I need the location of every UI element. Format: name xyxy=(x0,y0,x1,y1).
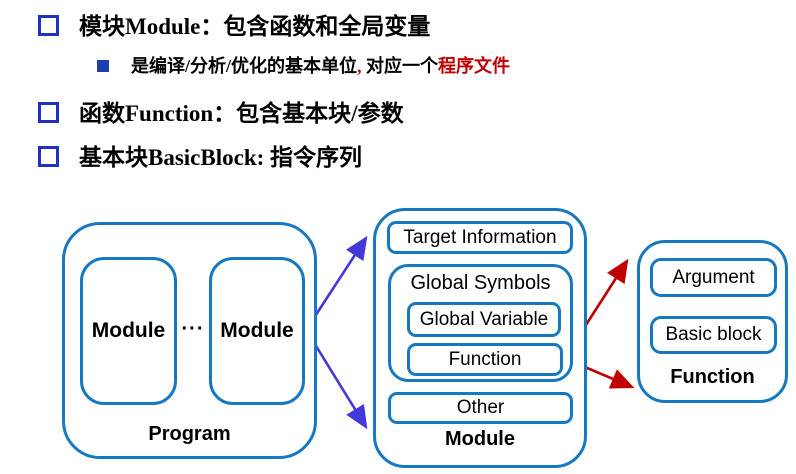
sub-bullet-text-red: 程序文件 xyxy=(438,56,511,76)
bullet-item-module-text: 模块Module：包含函数和全局变量 xyxy=(79,14,431,39)
module-label: Module xyxy=(445,428,515,450)
global-symbols-label: Global Symbols xyxy=(410,272,551,294)
sub-bullet-comma-red: , xyxy=(357,56,362,76)
program-module-right-label: Module xyxy=(220,319,294,342)
module-function-label: Function xyxy=(448,348,522,370)
hollow-square-bullet-icon xyxy=(38,101,59,123)
sub-bullet-item: 是编译/分析/优化的基本单位, 对应一个程序文件 xyxy=(97,52,510,78)
hollow-square-bullet-icon xyxy=(38,145,59,167)
basic-block-box: Basic block xyxy=(650,316,777,354)
global-variable-label: Global Variable xyxy=(419,308,549,330)
function-label: Function xyxy=(670,366,755,388)
target-information-box: Target Information xyxy=(387,221,573,254)
other-box: Other xyxy=(388,392,573,424)
program-module-right-box: Module xyxy=(209,257,305,405)
target-information-label: Target Information xyxy=(403,226,557,248)
bullet-item-function-text: 函数Function：包含基本块/参数 xyxy=(79,101,404,126)
module-function-box: Function xyxy=(407,343,563,376)
argument-box: Argument xyxy=(650,258,777,297)
bullet-item-basicblock-text: 基本块BasicBlock: 指令序列 xyxy=(79,145,363,170)
sub-bullet-text-black-1: 是编译/分析/优化的基本单位 xyxy=(131,56,358,76)
sub-bullet-text-black-2: 对应一个 xyxy=(366,56,439,76)
global-variable-box: Global Variable xyxy=(407,302,561,337)
program-module-left-box: Module xyxy=(80,257,177,405)
hollow-square-bullet-icon xyxy=(38,14,59,36)
other-label: Other xyxy=(456,397,505,418)
argument-label: Argument xyxy=(672,266,755,288)
bullet-item-module: 模块Module：包含函数和全局变量 xyxy=(38,7,430,41)
program-label: Program xyxy=(148,423,231,445)
sub-bullet-text: 是编译/分析/优化的基本单位, 对应一个程序文件 xyxy=(131,52,510,78)
bullet-item-basicblock: 基本块BasicBlock: 指令序列 xyxy=(38,138,362,172)
basic-block-label: Basic block xyxy=(665,324,762,345)
ellipsis-dots: ··· xyxy=(181,318,205,340)
program-module-left-label: Module xyxy=(91,319,166,342)
bullet-item-function: 函数Function：包含基本块/参数 xyxy=(38,94,404,128)
filled-square-bullet-icon xyxy=(97,60,109,72)
